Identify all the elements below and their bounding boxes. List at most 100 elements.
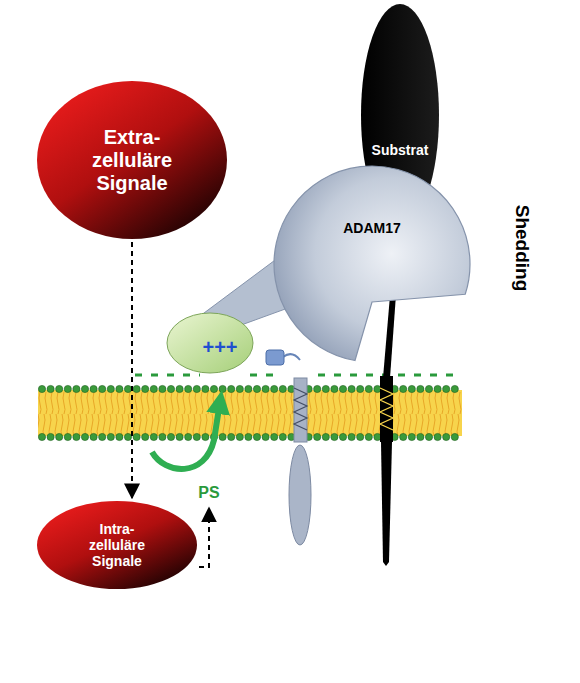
- lipid-head: [90, 433, 97, 440]
- lipid-head: [124, 385, 131, 392]
- lipid-head: [210, 385, 217, 392]
- lipid-head: [253, 385, 260, 392]
- lipid-head: [116, 385, 123, 392]
- lipid-head: [81, 433, 88, 440]
- lipid-label: PS: [198, 484, 219, 502]
- lipid-head: [374, 385, 381, 392]
- lipid-head: [159, 385, 166, 392]
- charged-domain: +++: [166, 312, 254, 374]
- lipid-head: [434, 433, 441, 440]
- lipid-head: [331, 433, 338, 440]
- lipid-head: [443, 385, 450, 392]
- lipid-head: [176, 433, 183, 440]
- lipid-head: [236, 385, 243, 392]
- lipid-head: [47, 433, 54, 440]
- lipid-head: [417, 385, 424, 392]
- lipid-head: [81, 385, 88, 392]
- lipid-head: [279, 385, 286, 392]
- lipid-head: [253, 433, 260, 440]
- lipid-head: [176, 385, 183, 392]
- lipid-head: [365, 433, 372, 440]
- charge-dashes: [250, 374, 280, 377]
- node-outline: [167, 313, 253, 373]
- linker-domain: [266, 350, 284, 365]
- lipid-head: [38, 385, 45, 392]
- node-label: Extra- zelluläre Signale: [76, 126, 188, 195]
- lipid-head: [124, 433, 131, 440]
- lipid-head: [202, 385, 209, 392]
- lipid-head: [314, 433, 321, 440]
- node-outline: [37, 501, 197, 589]
- lipid-head: [271, 385, 278, 392]
- lipid-head: [193, 433, 200, 440]
- lipid-head: [228, 385, 235, 392]
- node-label: Intra- zelluläre Signale: [78, 521, 156, 569]
- signal-ellipse: Extra- zelluläre Signale: [36, 80, 228, 240]
- negative-charges: [135, 374, 460, 377]
- lipid-head: [425, 433, 432, 440]
- lipid-head: [365, 385, 372, 392]
- lipid-head: [185, 385, 192, 392]
- lipid-head: [434, 385, 441, 392]
- substrate-tm: [380, 376, 393, 442]
- lipid-head: [348, 385, 355, 392]
- node-label: ADAM17: [343, 220, 401, 237]
- lipid-head: [451, 385, 458, 392]
- lipid-head: [271, 433, 278, 440]
- substrate-tail: [381, 442, 392, 566]
- lipid-head: [357, 385, 364, 392]
- lipid-head: [73, 385, 80, 392]
- lipid-head: [90, 385, 97, 392]
- lipid-head: [99, 385, 106, 392]
- lipid-head: [374, 433, 381, 440]
- lipid-head: [142, 385, 149, 392]
- lipid-head: [56, 385, 63, 392]
- lipid-head: [408, 433, 415, 440]
- signal-connector: [131, 242, 133, 498]
- lipid-heads: [38, 385, 458, 440]
- lipid-head: [133, 385, 140, 392]
- label-holder: Shedding: [511, 205, 533, 292]
- process-label: Shedding: [511, 205, 533, 292]
- helix: [294, 388, 307, 430]
- helix: [380, 388, 393, 430]
- lipid-head: [167, 433, 174, 440]
- node-outline: [274, 166, 470, 361]
- charge-dashes: [135, 374, 200, 377]
- label-holder: PS: [198, 484, 219, 502]
- lipid-head: [451, 433, 458, 440]
- linker: [283, 354, 300, 360]
- lipid-head: [228, 433, 235, 440]
- node-label: Substrat: [372, 142, 429, 159]
- adam17-protease: ADAM17: [273, 165, 471, 363]
- lipid-head: [236, 433, 243, 440]
- node-outline: [37, 81, 227, 239]
- lipid-head: [425, 385, 432, 392]
- lipid-head: [116, 433, 123, 440]
- lipid-head: [400, 385, 407, 392]
- lipid-head: [331, 385, 338, 392]
- lipid-head: [56, 433, 63, 440]
- lipid-tails: [38, 390, 462, 436]
- lipid-head: [339, 433, 346, 440]
- lipid-head: [322, 385, 329, 392]
- lipid-head: [314, 385, 321, 392]
- lipid-head: [443, 433, 450, 440]
- lipid-head: [167, 385, 174, 392]
- lipid-head: [279, 433, 286, 440]
- lipid-head: [107, 433, 114, 440]
- membrane: [38, 385, 462, 440]
- lipid-head: [357, 433, 364, 440]
- lipid-head: [107, 385, 114, 392]
- lipid-head: [150, 385, 157, 392]
- adam17-tm: [294, 378, 307, 442]
- lipid-head: [159, 433, 166, 440]
- lipid-head: [245, 433, 252, 440]
- lipid-head: [348, 433, 355, 440]
- signal-arrow: [199, 508, 209, 567]
- lipid-head: [99, 433, 106, 440]
- lipid-head: [245, 385, 252, 392]
- lipid-head: [339, 385, 346, 392]
- lipid-head: [322, 433, 329, 440]
